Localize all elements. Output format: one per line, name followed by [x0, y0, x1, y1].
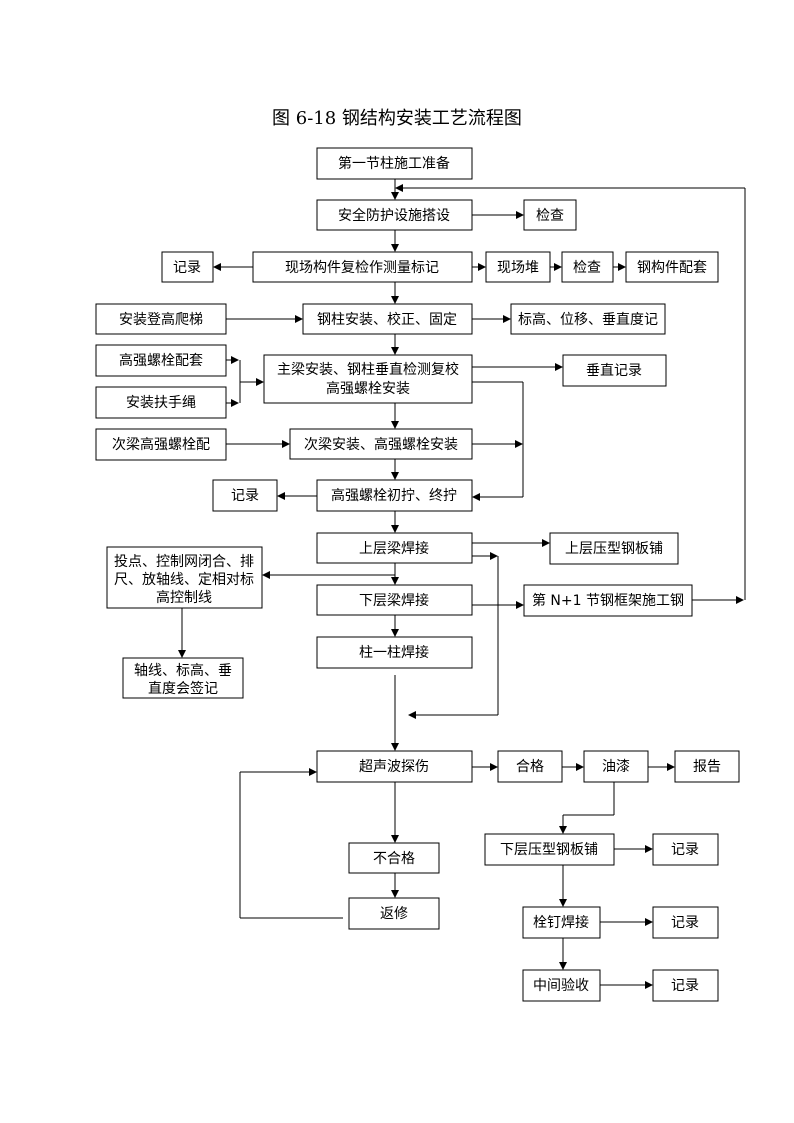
label-n38: 记录 [671, 978, 699, 994]
label-n26: 柱一柱焊接 [359, 644, 429, 661]
label-n2: 安全防护设施搭设 [338, 207, 450, 224]
label-n11: 标高、位移、垂直度记 [518, 311, 658, 328]
label-n22b: 尺、放轴线、定相对标 [114, 572, 254, 588]
label-n31: 下层压型钢板铺 [500, 842, 598, 858]
box-n38 [652, 969, 719, 1002]
box-n8 [625, 251, 719, 283]
label-n6: 现场堆 [497, 260, 539, 276]
box-n34 [348, 897, 440, 930]
box-n36 [652, 906, 719, 939]
label-n8: 钢构件配套 [637, 260, 707, 276]
label-n22a: 投点、控制网闭合、排 [114, 554, 254, 570]
label-n20: 上层梁焊接 [359, 540, 429, 557]
label-n19: 高强螺栓初拧、终拧 [331, 487, 457, 504]
label-n25a: 轴线、标高、垂 [134, 662, 232, 679]
label-n9: 安装登高爬梯 [119, 311, 203, 328]
label-n5: 现场构件复检作测量标记 [285, 259, 439, 276]
label-n33: 不合格 [373, 851, 415, 867]
label-n4: 记录 [173, 260, 201, 276]
label-n3: 检查 [536, 208, 564, 224]
label-n17: 次梁安装、高强螺栓安装 [304, 436, 458, 453]
box-n30 [674, 750, 740, 783]
label-n37: 中间验收 [533, 978, 589, 994]
label-n7: 检查 [573, 260, 601, 276]
label-n35: 栓钉焊接 [533, 914, 589, 931]
label-n18: 记录 [231, 488, 259, 504]
label-n25b: 直度会签记 [148, 680, 218, 697]
label-n24: 第 N+1 节钢框架施工钢 [532, 592, 684, 609]
label-n21: 上层压型钢板铺 [565, 541, 663, 557]
diagram-title: 图 6-18 钢结构安装工艺流程图 [272, 108, 522, 129]
label-n15: 垂直记录 [586, 362, 642, 379]
label-n27: 超声波探伤 [359, 759, 429, 775]
label-n30: 报告 [693, 759, 721, 775]
box-n25 [122, 657, 244, 699]
label-n1: 第一节柱施工准备 [338, 155, 450, 172]
box-n14 [263, 354, 473, 404]
label-n34: 返修 [380, 906, 408, 922]
label-n22c: 高控制线 [156, 589, 212, 606]
label-n13: 安装扶手绳 [126, 395, 196, 411]
label-n14b: 高强螺栓安装 [326, 380, 410, 397]
label-n12: 高强螺栓配套 [119, 352, 203, 369]
box-n32 [652, 833, 719, 866]
box-n15 [562, 354, 667, 387]
box-n21 [549, 532, 679, 565]
label-n14a: 主梁安装、钢柱垂直检测复校 [277, 361, 459, 378]
label-n16: 次梁高强螺栓配 [112, 436, 210, 453]
box-n33 [348, 842, 440, 874]
label-n10: 钢柱安装、校正、固定 [317, 311, 457, 328]
label-n32: 记录 [671, 842, 699, 858]
label-n28: 合格 [516, 759, 544, 775]
label-n29: 油漆 [602, 759, 630, 775]
box-n11 [510, 303, 666, 335]
label-n36: 记录 [671, 915, 699, 931]
label-n23: 下层梁焊接 [359, 592, 429, 609]
box-n26 [316, 636, 473, 669]
connectors [178, 179, 746, 989]
box-n3 [523, 199, 577, 231]
